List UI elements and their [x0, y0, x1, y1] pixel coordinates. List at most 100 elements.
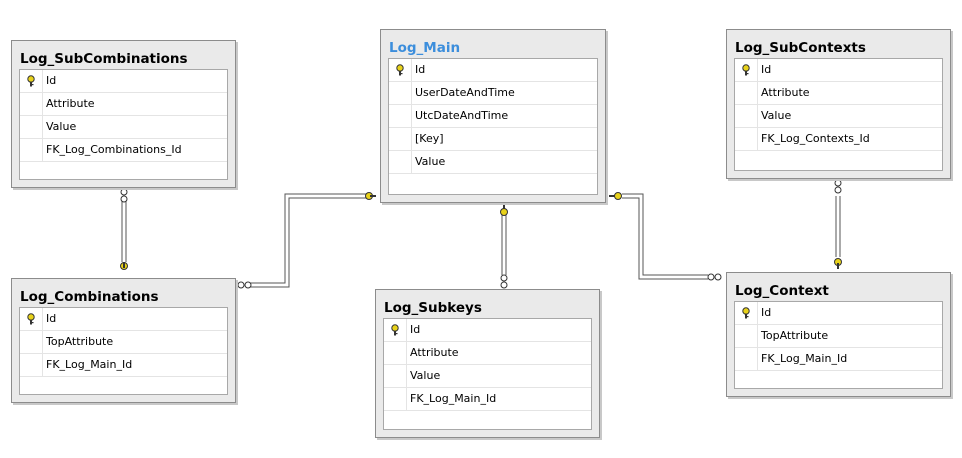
table-title[interactable]: Log_Subkeys [384, 300, 482, 316]
column-name: FK_Log_Contexts_Id [761, 132, 870, 145]
row-selector[interactable] [20, 139, 43, 161]
column-name: Attribute [46, 97, 95, 110]
column-row[interactable]: FK_Log_Main_Id [735, 348, 942, 371]
column-row[interactable]: Attribute [20, 93, 227, 116]
column-list: Id TopAttribute FK_Log_Main_Id [19, 307, 228, 395]
key-icon [834, 258, 842, 269]
row-selector[interactable] [389, 128, 412, 150]
infinity-icon [834, 179, 842, 194]
row-selector[interactable] [389, 59, 412, 81]
column-name: [Key] [415, 132, 444, 145]
column-name: Value [415, 155, 446, 168]
column-name: FK_Log_Combinations_Id [46, 143, 182, 156]
row-selector[interactable] [735, 325, 758, 347]
key-icon [27, 75, 35, 87]
table-title[interactable]: Log_Main [389, 40, 461, 56]
column-name: Id [410, 323, 421, 336]
column-row[interactable]: Id [389, 59, 597, 82]
table-log-subcombinations[interactable]: Log_SubCombinations Id Attribute Value F… [11, 40, 236, 188]
column-row[interactable]: Value [384, 365, 591, 388]
infinity-icon [120, 188, 128, 203]
column-row[interactable]: FK_Log_Combinations_Id [20, 139, 227, 162]
column-name: UtcDateAndTime [415, 109, 509, 122]
row-selector[interactable] [20, 116, 43, 138]
key-icon [742, 307, 750, 319]
column-row[interactable]: Id [20, 308, 227, 331]
row-selector[interactable] [735, 105, 758, 127]
column-row[interactable]: FK_Log_Main_Id [384, 388, 591, 411]
column-row[interactable]: Attribute [384, 342, 591, 365]
row-selector[interactable] [389, 82, 412, 104]
column-name: Id [46, 312, 57, 325]
column-row[interactable]: FK_Log_Main_Id [20, 354, 227, 377]
table-log-main[interactable]: Log_Main Id UserDateAndTime UtcDateAndTi… [380, 29, 606, 203]
column-row[interactable]: Id [735, 59, 942, 82]
column-row[interactable]: FK_Log_Contexts_Id [735, 128, 942, 151]
column-row[interactable]: Value [20, 116, 227, 139]
row-selector[interactable] [384, 342, 407, 364]
table-title[interactable]: Log_Context [735, 283, 829, 299]
column-row[interactable]: [Key] [389, 128, 597, 151]
column-name: Value [410, 369, 441, 382]
key-icon [120, 262, 128, 270]
column-row[interactable]: Id [20, 70, 227, 93]
column-name: Value [761, 109, 792, 122]
row-selector[interactable] [20, 331, 43, 353]
column-list: Id TopAttribute FK_Log_Main_Id [734, 301, 943, 389]
table-title[interactable]: Log_SubContexts [735, 40, 866, 56]
row-selector[interactable] [735, 348, 758, 370]
column-name: Id [761, 306, 772, 319]
column-name: Attribute [410, 346, 459, 359]
row-selector[interactable] [384, 365, 407, 387]
row-selector[interactable] [20, 70, 43, 92]
column-name: Attribute [761, 86, 810, 99]
key-icon [396, 64, 404, 76]
table-log-combinations[interactable]: Log_Combinations Id TopAttribute FK_Log_… [11, 278, 236, 403]
column-name: Id [415, 63, 426, 76]
column-row[interactable]: Value [735, 105, 942, 128]
infinity-icon [237, 281, 252, 289]
row-selector[interactable] [20, 93, 43, 115]
row-selector[interactable] [384, 388, 407, 410]
row-selector[interactable] [20, 354, 43, 376]
column-name: Id [46, 74, 57, 87]
column-name: FK_Log_Main_Id [410, 392, 497, 405]
table-title[interactable]: Log_Combinations [20, 289, 159, 305]
column-row[interactable]: TopAttribute [735, 325, 942, 348]
key-icon [365, 192, 376, 200]
row-selector[interactable] [389, 105, 412, 127]
row-selector[interactable] [735, 82, 758, 104]
key-icon [500, 203, 508, 216]
row-selector[interactable] [389, 151, 412, 173]
table-log-subcontexts[interactable]: Log_SubContexts Id Attribute Value FK_Lo… [726, 29, 951, 179]
row-selector[interactable] [735, 128, 758, 150]
column-name: FK_Log_Main_Id [761, 352, 848, 365]
key-icon [391, 324, 399, 336]
row-selector[interactable] [735, 302, 758, 324]
column-row[interactable]: Value [389, 151, 597, 174]
infinity-icon [500, 274, 508, 289]
table-log-subkeys[interactable]: Log_Subkeys Id Attribute Value FK_Log_Ma… [375, 289, 600, 438]
column-name: UserDateAndTime [415, 86, 515, 99]
column-name: TopAttribute [46, 335, 114, 348]
column-row[interactable]: Id [384, 319, 591, 342]
column-row[interactable]: UtcDateAndTime [389, 105, 597, 128]
column-list: Id UserDateAndTime UtcDateAndTime [Key] … [388, 58, 598, 195]
column-name: FK_Log_Main_Id [46, 358, 133, 371]
table-log-context[interactable]: Log_Context Id TopAttribute FK_Log_Main_… [726, 272, 951, 397]
row-selector[interactable] [735, 59, 758, 81]
key-icon [609, 192, 622, 200]
row-selector[interactable] [20, 308, 43, 330]
table-title[interactable]: Log_SubCombinations [20, 51, 188, 67]
column-row[interactable]: TopAttribute [20, 331, 227, 354]
column-row[interactable]: Attribute [735, 82, 942, 105]
row-selector[interactable] [384, 319, 407, 341]
key-icon [27, 313, 35, 325]
column-name: TopAttribute [761, 329, 829, 342]
infinity-icon [707, 273, 722, 281]
column-row[interactable]: UserDateAndTime [389, 82, 597, 105]
column-row[interactable]: Id [735, 302, 942, 325]
